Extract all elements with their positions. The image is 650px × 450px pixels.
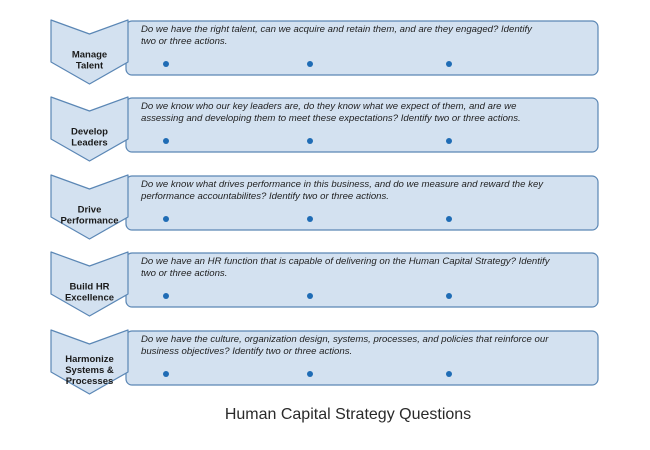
question-text: Do we know what drives performance in th… xyxy=(141,179,544,190)
action-bullet xyxy=(163,216,169,222)
question-text: performance accountabilites? Identify tw… xyxy=(140,191,389,202)
action-bullet xyxy=(307,61,313,67)
diagram-caption: Human Capital Strategy Questions xyxy=(225,406,471,423)
question-text: assessing and developing them to meet th… xyxy=(141,113,521,124)
chevron-label: Build HR xyxy=(69,282,109,293)
chevron-shape xyxy=(50,19,129,85)
chevron-label: Processes xyxy=(66,376,114,387)
chevron-label: Manage xyxy=(72,50,107,61)
chevron-shape xyxy=(50,174,129,240)
chevron-label: Drive xyxy=(78,205,102,216)
chevron-label: Talent xyxy=(76,61,104,72)
action-bullet xyxy=(446,61,452,67)
chevron-label: Leaders xyxy=(71,138,107,149)
action-bullet xyxy=(446,371,452,377)
question-text: Do we know who our key leaders are, do t… xyxy=(141,101,516,112)
question-text: two or three actions. xyxy=(141,36,227,47)
chevron-label: Harmonize xyxy=(65,354,114,365)
question-text: Do we have an HR function that is capabl… xyxy=(141,256,551,267)
question-text: Do we have the right talent, can we acqu… xyxy=(141,24,533,35)
action-bullet xyxy=(446,293,452,299)
action-bullet xyxy=(446,138,452,144)
action-bullet xyxy=(163,61,169,67)
question-text: Do we have the culture, organization des… xyxy=(141,334,549,345)
action-bullet xyxy=(307,293,313,299)
action-bullet xyxy=(163,371,169,377)
action-bullet xyxy=(307,216,313,222)
action-bullet xyxy=(307,138,313,144)
chevron-label: Systems & xyxy=(65,365,114,376)
chevron-label: Excellence xyxy=(65,293,114,304)
chevron-label: Performance xyxy=(60,216,118,227)
question-text: two or three actions. xyxy=(141,268,227,279)
question-text: business objectives? Identify two or thr… xyxy=(141,346,352,357)
action-bullet xyxy=(307,371,313,377)
chevron-label: Develop xyxy=(71,127,108,138)
chevron-shape xyxy=(50,329,129,395)
action-bullet xyxy=(163,293,169,299)
chevron-shape xyxy=(50,96,129,162)
action-bullet xyxy=(446,216,452,222)
chevron-shape xyxy=(50,251,129,317)
action-bullet xyxy=(163,138,169,144)
